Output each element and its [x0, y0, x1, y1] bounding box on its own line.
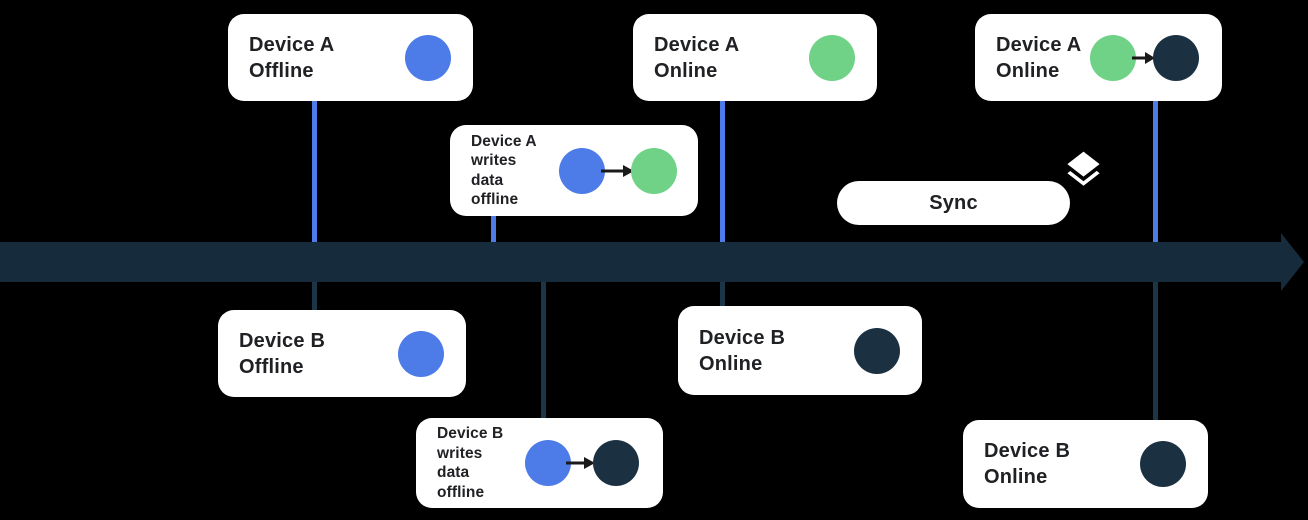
sync-label-pill: Sync — [837, 181, 1070, 225]
state-after-dot — [1153, 34, 1199, 81]
connector-device-a-online-1 — [720, 101, 725, 242]
card-device-a-online-1: Device A Online — [633, 14, 877, 101]
card-label: Device A Online — [654, 32, 739, 84]
state-before-dot — [559, 147, 605, 194]
card-label: Device B Online — [699, 325, 785, 377]
card-label-line: Device A — [249, 33, 335, 56]
state-after-dot — [631, 147, 677, 194]
state-after-dot — [593, 440, 639, 486]
card-device-b-online-2: Device B Online — [963, 420, 1208, 508]
card-device-a-online-2: Device A Online — [975, 14, 1222, 101]
transition-arrow-icon — [566, 456, 596, 470]
card-label-line: Device B — [699, 326, 786, 349]
device-b-state-dot — [1140, 441, 1186, 487]
card-label: Device B Offline — [239, 328, 325, 380]
card-label-line: data — [471, 171, 504, 189]
card-label-line: Online — [984, 466, 1048, 488]
timeline-bar — [0, 242, 1281, 282]
device-b-state-dot — [854, 327, 900, 374]
connector-device-b-online-1 — [720, 282, 725, 306]
card-label-line: Device A — [654, 33, 740, 56]
card-device-b-online-1: Device B Online — [678, 306, 922, 395]
card-label-line: Device B — [437, 425, 504, 442]
card-label-line: data — [437, 464, 470, 481]
connector-device-a-online-2 — [1153, 101, 1158, 242]
card-label: Device A Offline — [249, 32, 334, 84]
transition-arrow-icon — [1132, 51, 1156, 65]
card-device-b-writes-data-offline: Device B writes data offline — [416, 418, 663, 508]
card-label-line: Device A — [996, 33, 1082, 56]
card-label-line: Online — [699, 352, 763, 375]
card-label: Device A writes data offline — [471, 132, 537, 210]
card-label-line: offline — [437, 483, 485, 501]
connector-device-b-offline — [312, 282, 317, 310]
transition-arrow-icon — [601, 164, 635, 178]
layers-icon — [1062, 148, 1105, 191]
timeline-arrow-head-icon — [1281, 233, 1304, 291]
card-device-a-writes-data-offline: Device A writes data offline — [450, 125, 698, 216]
state-before-dot — [525, 440, 571, 486]
state-before-dot — [1090, 34, 1136, 81]
sync-label: Sync — [929, 191, 978, 214]
device-a-state-dot — [405, 34, 451, 81]
card-label-line: Device A — [471, 132, 537, 150]
connector-device-b-writes — [541, 282, 546, 418]
card-label: Device B Online — [984, 438, 1070, 490]
card-label-line: offline — [471, 191, 519, 208]
card-label-line: writes — [437, 444, 483, 462]
card-device-b-offline: Device B Offline — [218, 310, 466, 397]
device-a-state-dot — [809, 34, 855, 81]
card-device-a-offline: Device A Offline — [228, 14, 473, 101]
card-label: Device A Online — [996, 32, 1081, 84]
card-label-line: Device B — [239, 329, 326, 352]
card-label-line: Online — [654, 59, 718, 82]
card-label-line: writes — [471, 152, 517, 169]
connector-device-a-offline — [312, 101, 317, 242]
connector-device-b-online-2 — [1153, 282, 1158, 420]
card-label: Device B writes data offline — [437, 424, 503, 502]
connector-device-a-writes — [491, 216, 496, 242]
card-label-line: Online — [996, 59, 1060, 82]
device-b-state-dot — [398, 330, 444, 377]
card-label-line: Offline — [249, 59, 314, 82]
card-label-line: Offline — [239, 355, 304, 378]
card-label-line: Device B — [984, 440, 1071, 462]
